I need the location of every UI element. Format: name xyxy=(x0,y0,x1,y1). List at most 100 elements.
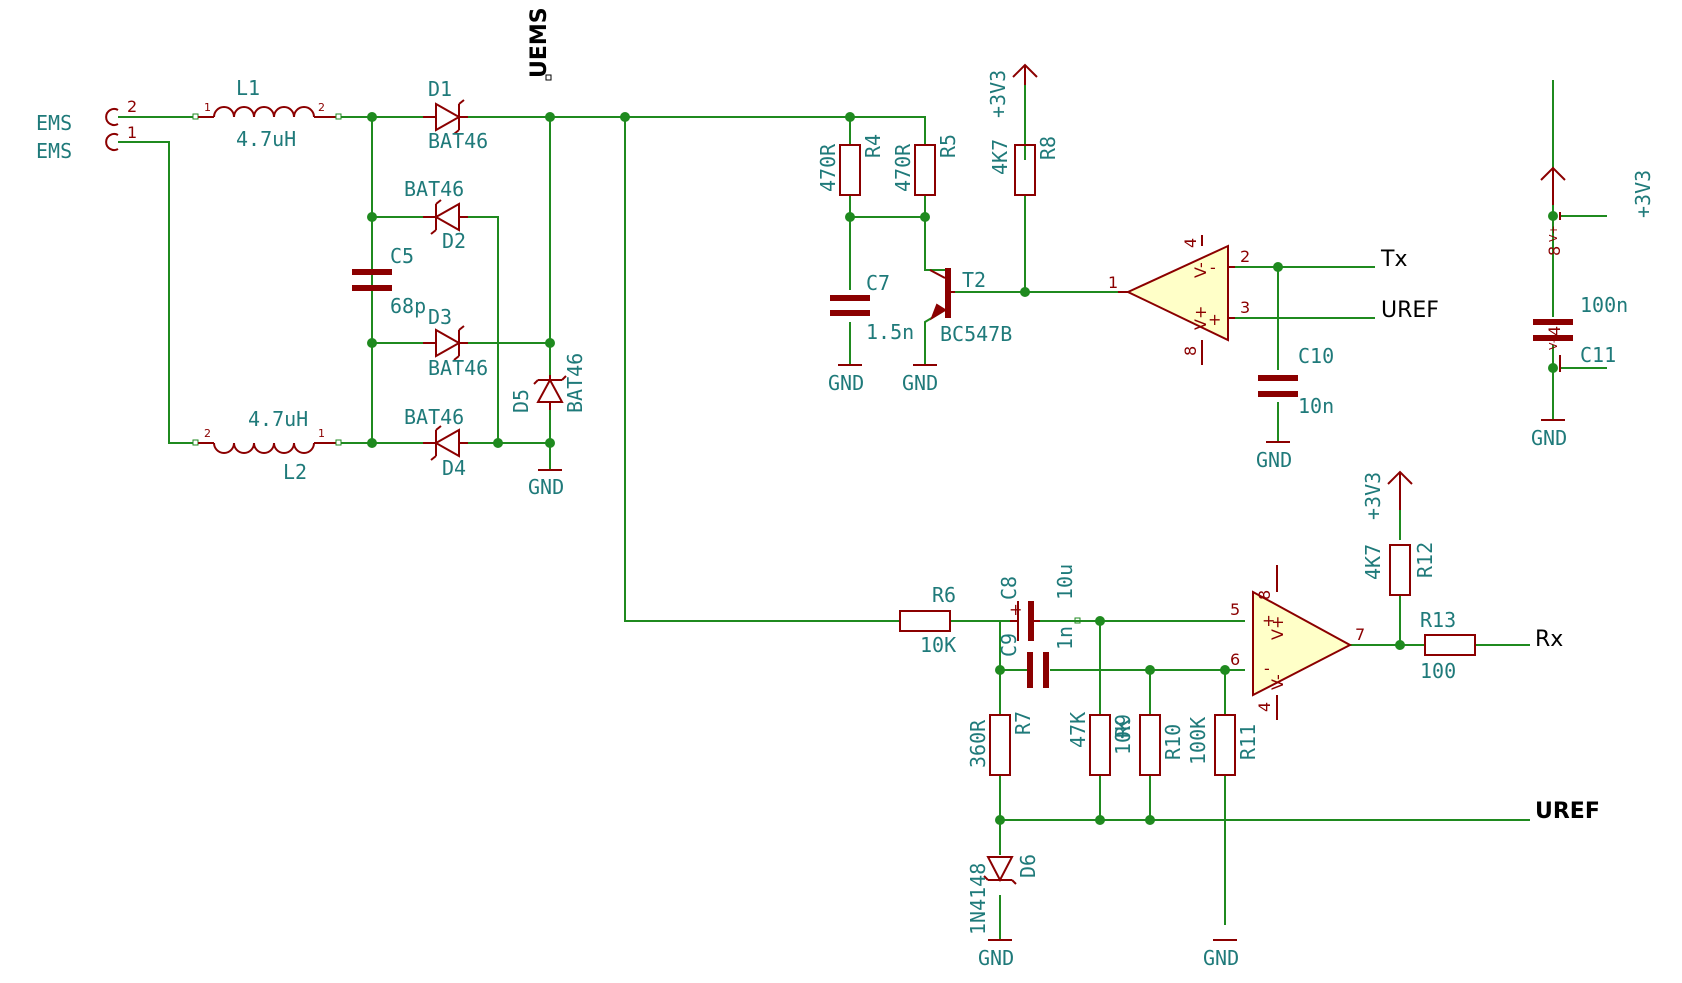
gnd-label: GND xyxy=(978,946,1014,970)
l2-ref: L2 xyxy=(283,460,307,484)
u2-pin6: 6 xyxy=(1230,650,1240,669)
u2-pin5: 5 xyxy=(1230,600,1240,619)
uref-label-bottom: UREF xyxy=(1535,799,1600,824)
capacitor-c8: + C8 10u xyxy=(997,564,1081,641)
diode-d4: BAT46 D4 xyxy=(404,405,468,480)
junctions xyxy=(367,112,1558,825)
c5-ref: C5 xyxy=(390,244,414,268)
uref-label-top: UREF xyxy=(1381,298,1439,323)
diode-d6: 1N4148 D6 xyxy=(966,854,1040,935)
u2-plus: + xyxy=(1262,611,1275,630)
uems-net-label: UEMS xyxy=(527,7,552,81)
ems-pin2: 2 xyxy=(127,97,137,116)
resistor-r12: 4K7 R12 xyxy=(1361,542,1437,596)
c11-ref: C11 xyxy=(1580,343,1616,367)
l2-pin1: 2 xyxy=(204,427,211,440)
d6-ref: D6 xyxy=(1016,854,1040,878)
resistor-r10: 10K R10 xyxy=(1111,714,1185,776)
v33-label: +3V3 xyxy=(986,70,1010,118)
c9-ref: C9 xyxy=(997,633,1021,657)
r13-value: 100 xyxy=(1420,659,1456,683)
d5-value: BAT46 xyxy=(563,353,587,413)
r7-value: 360R xyxy=(966,719,990,768)
u1-pin4: 4 xyxy=(1181,238,1200,248)
gnd-label: GND xyxy=(528,475,564,499)
u2-vminus: V- xyxy=(1268,674,1287,690)
inductor-l1: 1 2 L1 4.7uH xyxy=(192,76,342,151)
inductor-l2: 2 1 4.7uH L2 xyxy=(192,407,342,484)
u1-pin8: 8 xyxy=(1181,346,1200,356)
r11-value: 100K xyxy=(1186,717,1210,765)
gnd-label: GND xyxy=(1256,448,1292,472)
power-3v3-c11: +3V3 xyxy=(1540,166,1655,218)
c10-ref: C10 xyxy=(1298,344,1334,368)
tx-label: Tx xyxy=(1380,247,1407,272)
c7-ref: C7 xyxy=(866,271,890,295)
c7-value: 1.5n xyxy=(866,320,914,344)
l2-value: 4.7uH xyxy=(248,407,308,431)
gnd-c7: GND xyxy=(828,364,864,395)
r11-ref: R11 xyxy=(1236,724,1260,760)
capacitor-c7: C7 1.5n xyxy=(830,271,914,344)
resistor-r6: R6 10K xyxy=(899,583,956,657)
r8-value: 4K7 xyxy=(988,139,1012,175)
d2-ref: D2 xyxy=(442,229,466,253)
r8-ref: R8 xyxy=(1036,136,1060,160)
c5-value: 68p xyxy=(390,294,426,318)
r12-value: 4K7 xyxy=(1361,544,1385,580)
gnd-label: GND xyxy=(1203,946,1239,970)
u2-pin7: 7 xyxy=(1355,625,1365,644)
r5-ref: R5 xyxy=(936,134,960,158)
r4-value: 470R xyxy=(816,143,840,192)
gnd-c10: GND xyxy=(1256,441,1292,472)
gnd-t2: GND xyxy=(902,364,938,395)
c11-value: 100n xyxy=(1580,293,1628,317)
resistor-r8: 4K7 R8 xyxy=(988,136,1060,196)
gnd-label: GND xyxy=(1531,426,1567,450)
capacitor-c9: C9 1n xyxy=(997,626,1077,688)
t2-ref: T2 xyxy=(962,268,986,292)
v33-label: +3V3 xyxy=(1631,170,1655,218)
resistor-r13: R13 100 xyxy=(1420,608,1476,683)
r6-ref: R6 xyxy=(932,583,956,607)
opamp-u2: 5 6 7 8 4 V+ V- + - xyxy=(1230,590,1365,712)
r6-value: 10K xyxy=(920,633,956,657)
c8-ref: C8 xyxy=(997,576,1021,600)
d4-ref: D4 xyxy=(442,456,466,480)
transistor-t2: T2 BC547B xyxy=(929,268,1012,346)
r5-value: 470R xyxy=(891,143,915,192)
l1-ref: L1 xyxy=(236,76,260,100)
diode-d3: D3 BAT46 xyxy=(423,305,488,380)
ems-connector: EMS EMS 2 1 xyxy=(36,97,137,163)
ems-pin1: 1 xyxy=(127,123,137,142)
u1-minus: - xyxy=(1210,258,1216,277)
d1-value: BAT46 xyxy=(428,129,488,153)
u2-pin4: 4 xyxy=(1255,702,1274,712)
r9-ref: R9 xyxy=(1111,714,1135,738)
d3-ref: D3 xyxy=(428,305,452,329)
resistor-r11: 100K R11 xyxy=(1186,714,1260,776)
uems-label: UEMS xyxy=(527,7,552,78)
u2-minus: - xyxy=(1264,659,1270,678)
r7-ref: R7 xyxy=(1011,711,1035,735)
c9-value: 1n xyxy=(1053,626,1077,650)
u3-pin8: 8 xyxy=(1545,246,1564,256)
d1-ref: D1 xyxy=(428,77,452,101)
r12-ref: R12 xyxy=(1413,542,1437,578)
gnd-d6: GND xyxy=(978,939,1014,970)
ems-label-2: EMS xyxy=(36,139,72,163)
u1-pin2: 2 xyxy=(1240,247,1250,266)
u1-pin3: 3 xyxy=(1240,298,1250,317)
l1-pin1: 1 xyxy=(204,101,211,114)
diode-d5: D5 BAT46 xyxy=(509,353,587,413)
d6-value: 1N4148 xyxy=(966,863,990,935)
resistor-r9: 47K R9 xyxy=(1066,712,1135,776)
u2-vplus: V+ xyxy=(1268,616,1287,640)
u1-pin1: 1 xyxy=(1108,273,1118,292)
d3-value: BAT46 xyxy=(428,356,488,380)
v33-label: +3V3 xyxy=(1361,472,1385,520)
u1-plus: + xyxy=(1208,310,1221,329)
u3-vminus: V- xyxy=(1547,339,1560,350)
r10-value: 10K xyxy=(1111,719,1135,755)
